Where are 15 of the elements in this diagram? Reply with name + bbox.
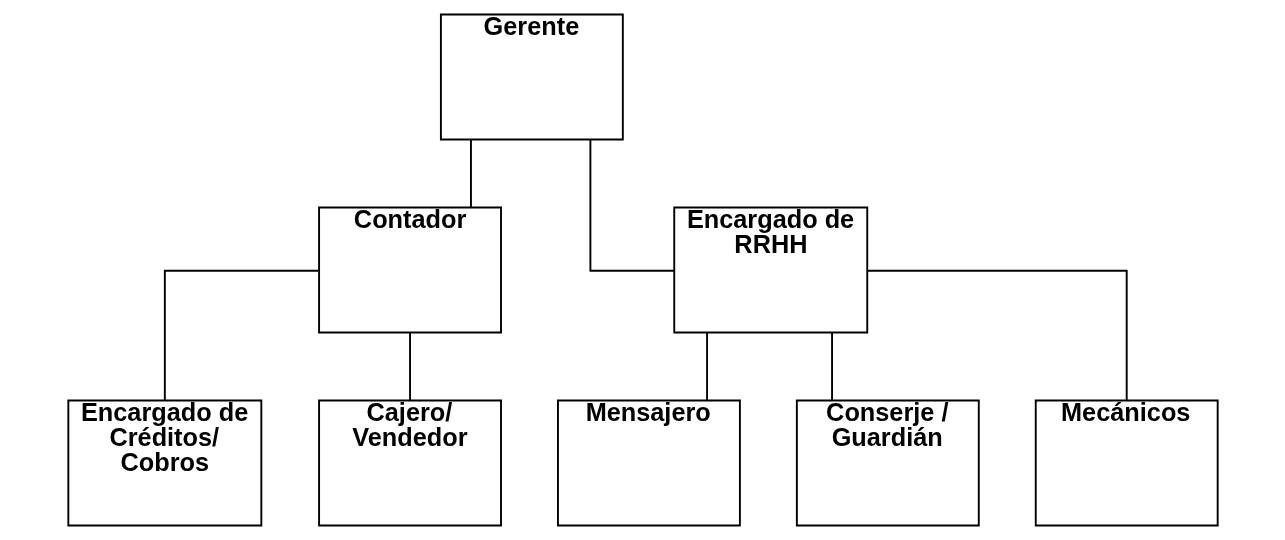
connector xyxy=(469,138,472,208)
node-box: Cajero/ Vendedor xyxy=(317,399,502,527)
node-box: Encargado de Créditos/ Cobros xyxy=(66,399,262,527)
node-box: Mecánicos xyxy=(1034,399,1219,527)
node-box: Conserje / Guardián xyxy=(795,399,980,527)
connector xyxy=(830,331,833,401)
node-box: Encargado de RRHH xyxy=(672,206,868,334)
connector xyxy=(408,331,411,401)
connector xyxy=(705,331,708,401)
node-box: Gerente xyxy=(439,13,624,141)
node-box: Contador xyxy=(317,206,502,334)
node-box: Mensajero xyxy=(556,399,741,527)
connector xyxy=(588,138,675,272)
connector xyxy=(866,269,1128,401)
connector xyxy=(163,269,320,401)
